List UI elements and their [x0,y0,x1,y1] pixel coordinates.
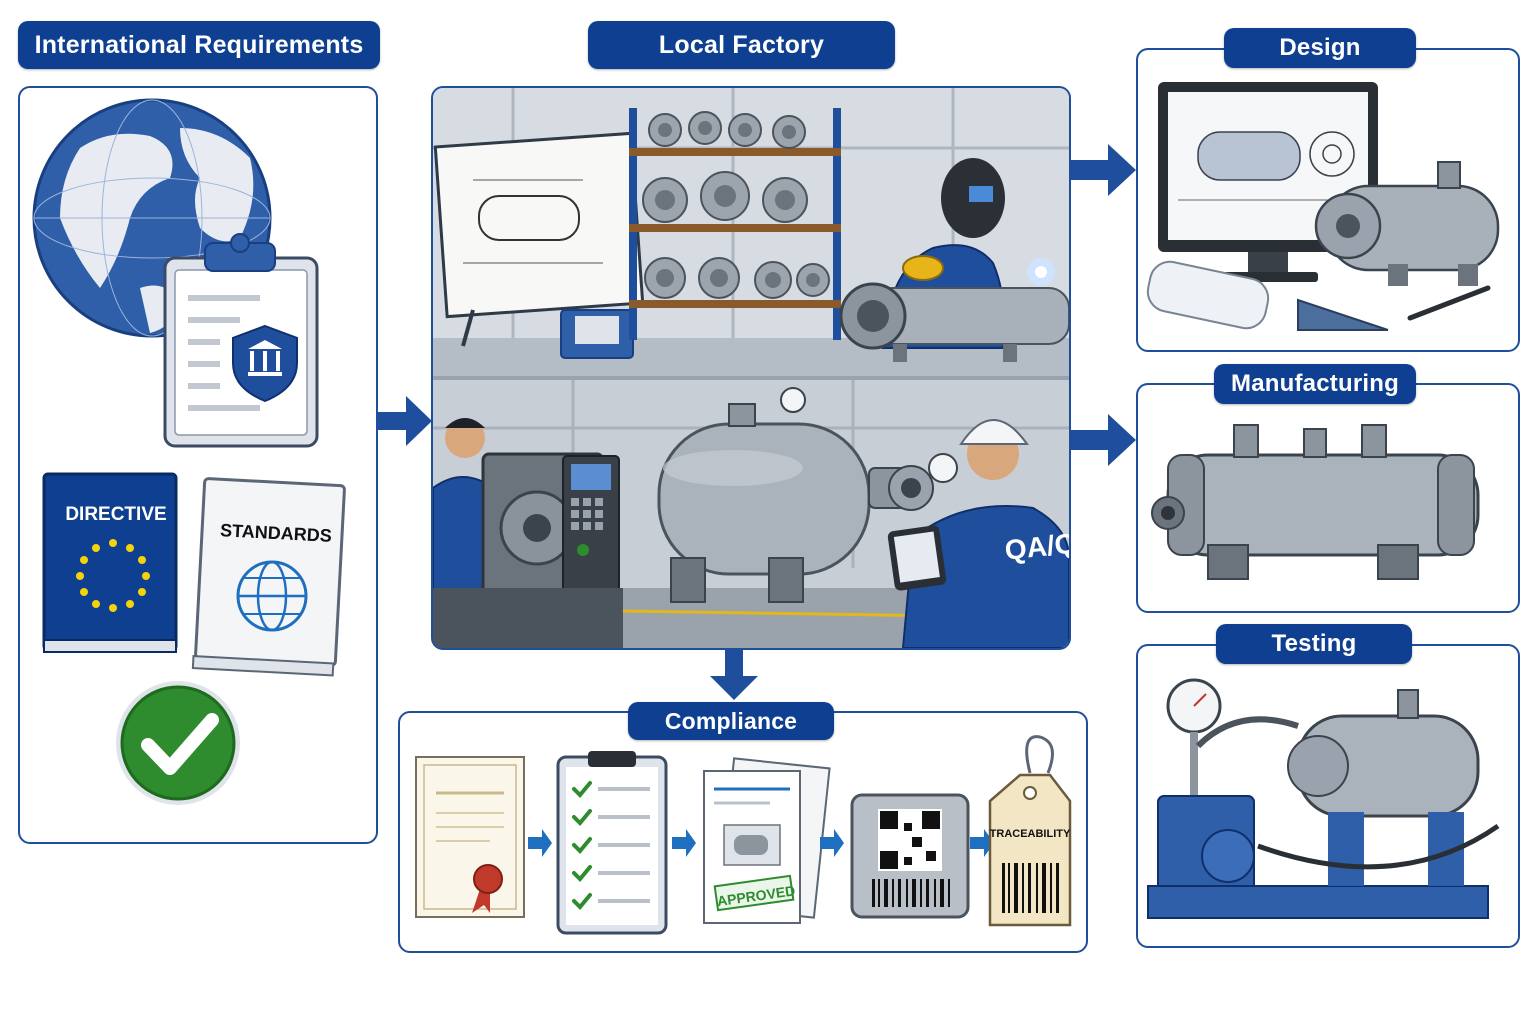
traceability-label: TRACEABILITY [990,828,1071,840]
international-requirements-title: International Requirements [18,21,380,69]
pencil-icon [1407,285,1491,321]
arrow-requirements-to-factory [376,396,432,446]
manufacturing-panel [1136,383,1520,613]
arrow-factory-to-design [1070,144,1136,196]
directive-label: DIRECTIVE [65,504,166,525]
manufacturing-title: Manufacturing [1214,364,1416,404]
regulation-clipboard-icon [163,233,319,448]
pressure-vessel-icon [657,387,934,603]
drawing-easel-icon [433,131,645,359]
local-factory-title: Local Factory [588,21,895,69]
vessel-model-icon [1314,161,1500,286]
local-factory-panel: QA/QC [431,86,1071,650]
arrow-factory-to-manufacturing [1070,414,1136,466]
arrow-factory-to-compliance [710,650,758,700]
approved-document-icon [703,757,831,924]
test-pump-icon [1147,795,1489,919]
heat-exchanger-icon [1151,424,1480,580]
design-panel [1136,48,1520,352]
qr-nameplate-icon [850,793,970,919]
tested-vessel-icon [1287,689,1480,886]
qaqc-inspector-icon [887,419,1069,648]
set-square-icon [1297,298,1389,331]
standards-book-icon [191,477,346,677]
directive-book-icon [42,472,178,653]
pipe-shelving-icon [629,108,841,340]
approved-check-icon [116,681,240,805]
international-requirements-panel: DIRECTIVE STANDARDS [18,86,378,844]
testing-panel [1136,644,1520,948]
pressure-gauge-icon [1166,678,1222,812]
blueprint-roll-icon [1146,260,1270,330]
cnc-lathe-icon [433,452,623,648]
design-title: Design [1224,28,1416,68]
flanged-pipe-icon [839,282,1069,362]
testing-title: Testing [1216,624,1412,664]
certificate-icon [415,756,525,918]
checklist-icon [556,751,668,935]
compliance-title: Compliance [628,702,834,740]
traceability-tag-icon [988,735,1072,927]
compliance-panel: APPROVED [398,711,1088,953]
